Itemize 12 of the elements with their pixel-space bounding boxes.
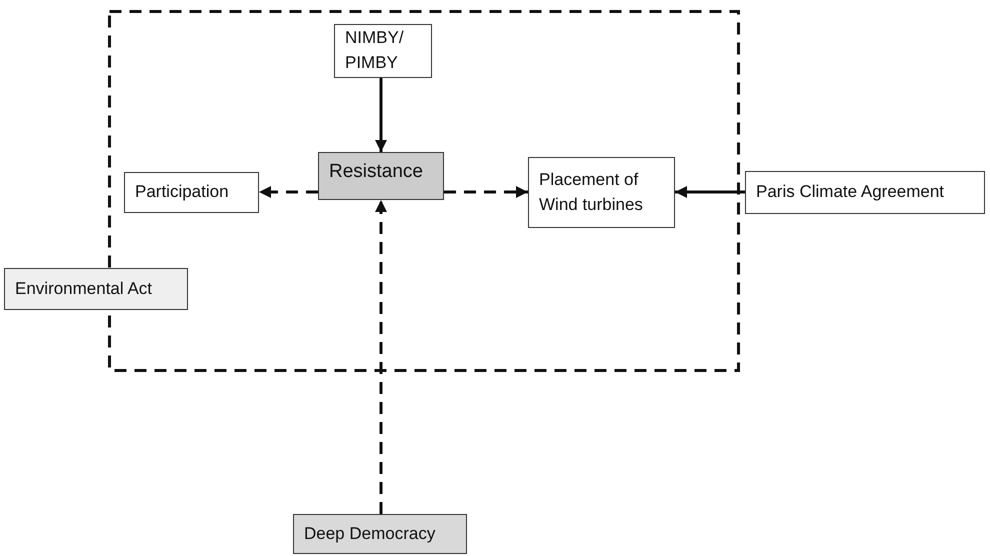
arrow (375, 78, 387, 152)
process-box: Paris Climate Agreement (745, 171, 985, 214)
arrow (444, 186, 528, 198)
process-box: NIMBY/ PIMBY (334, 24, 432, 78)
shaded-box: Environmental Act (4, 268, 188, 310)
process-box: Participation (124, 172, 259, 213)
highlighted-box: Resistance (318, 152, 444, 200)
arrow (675, 186, 745, 198)
shaded-box: Deep Democracy (293, 514, 467, 554)
process-box: Placement of Wind turbines (528, 157, 675, 228)
arrow (375, 200, 387, 514)
arrow (259, 186, 318, 198)
